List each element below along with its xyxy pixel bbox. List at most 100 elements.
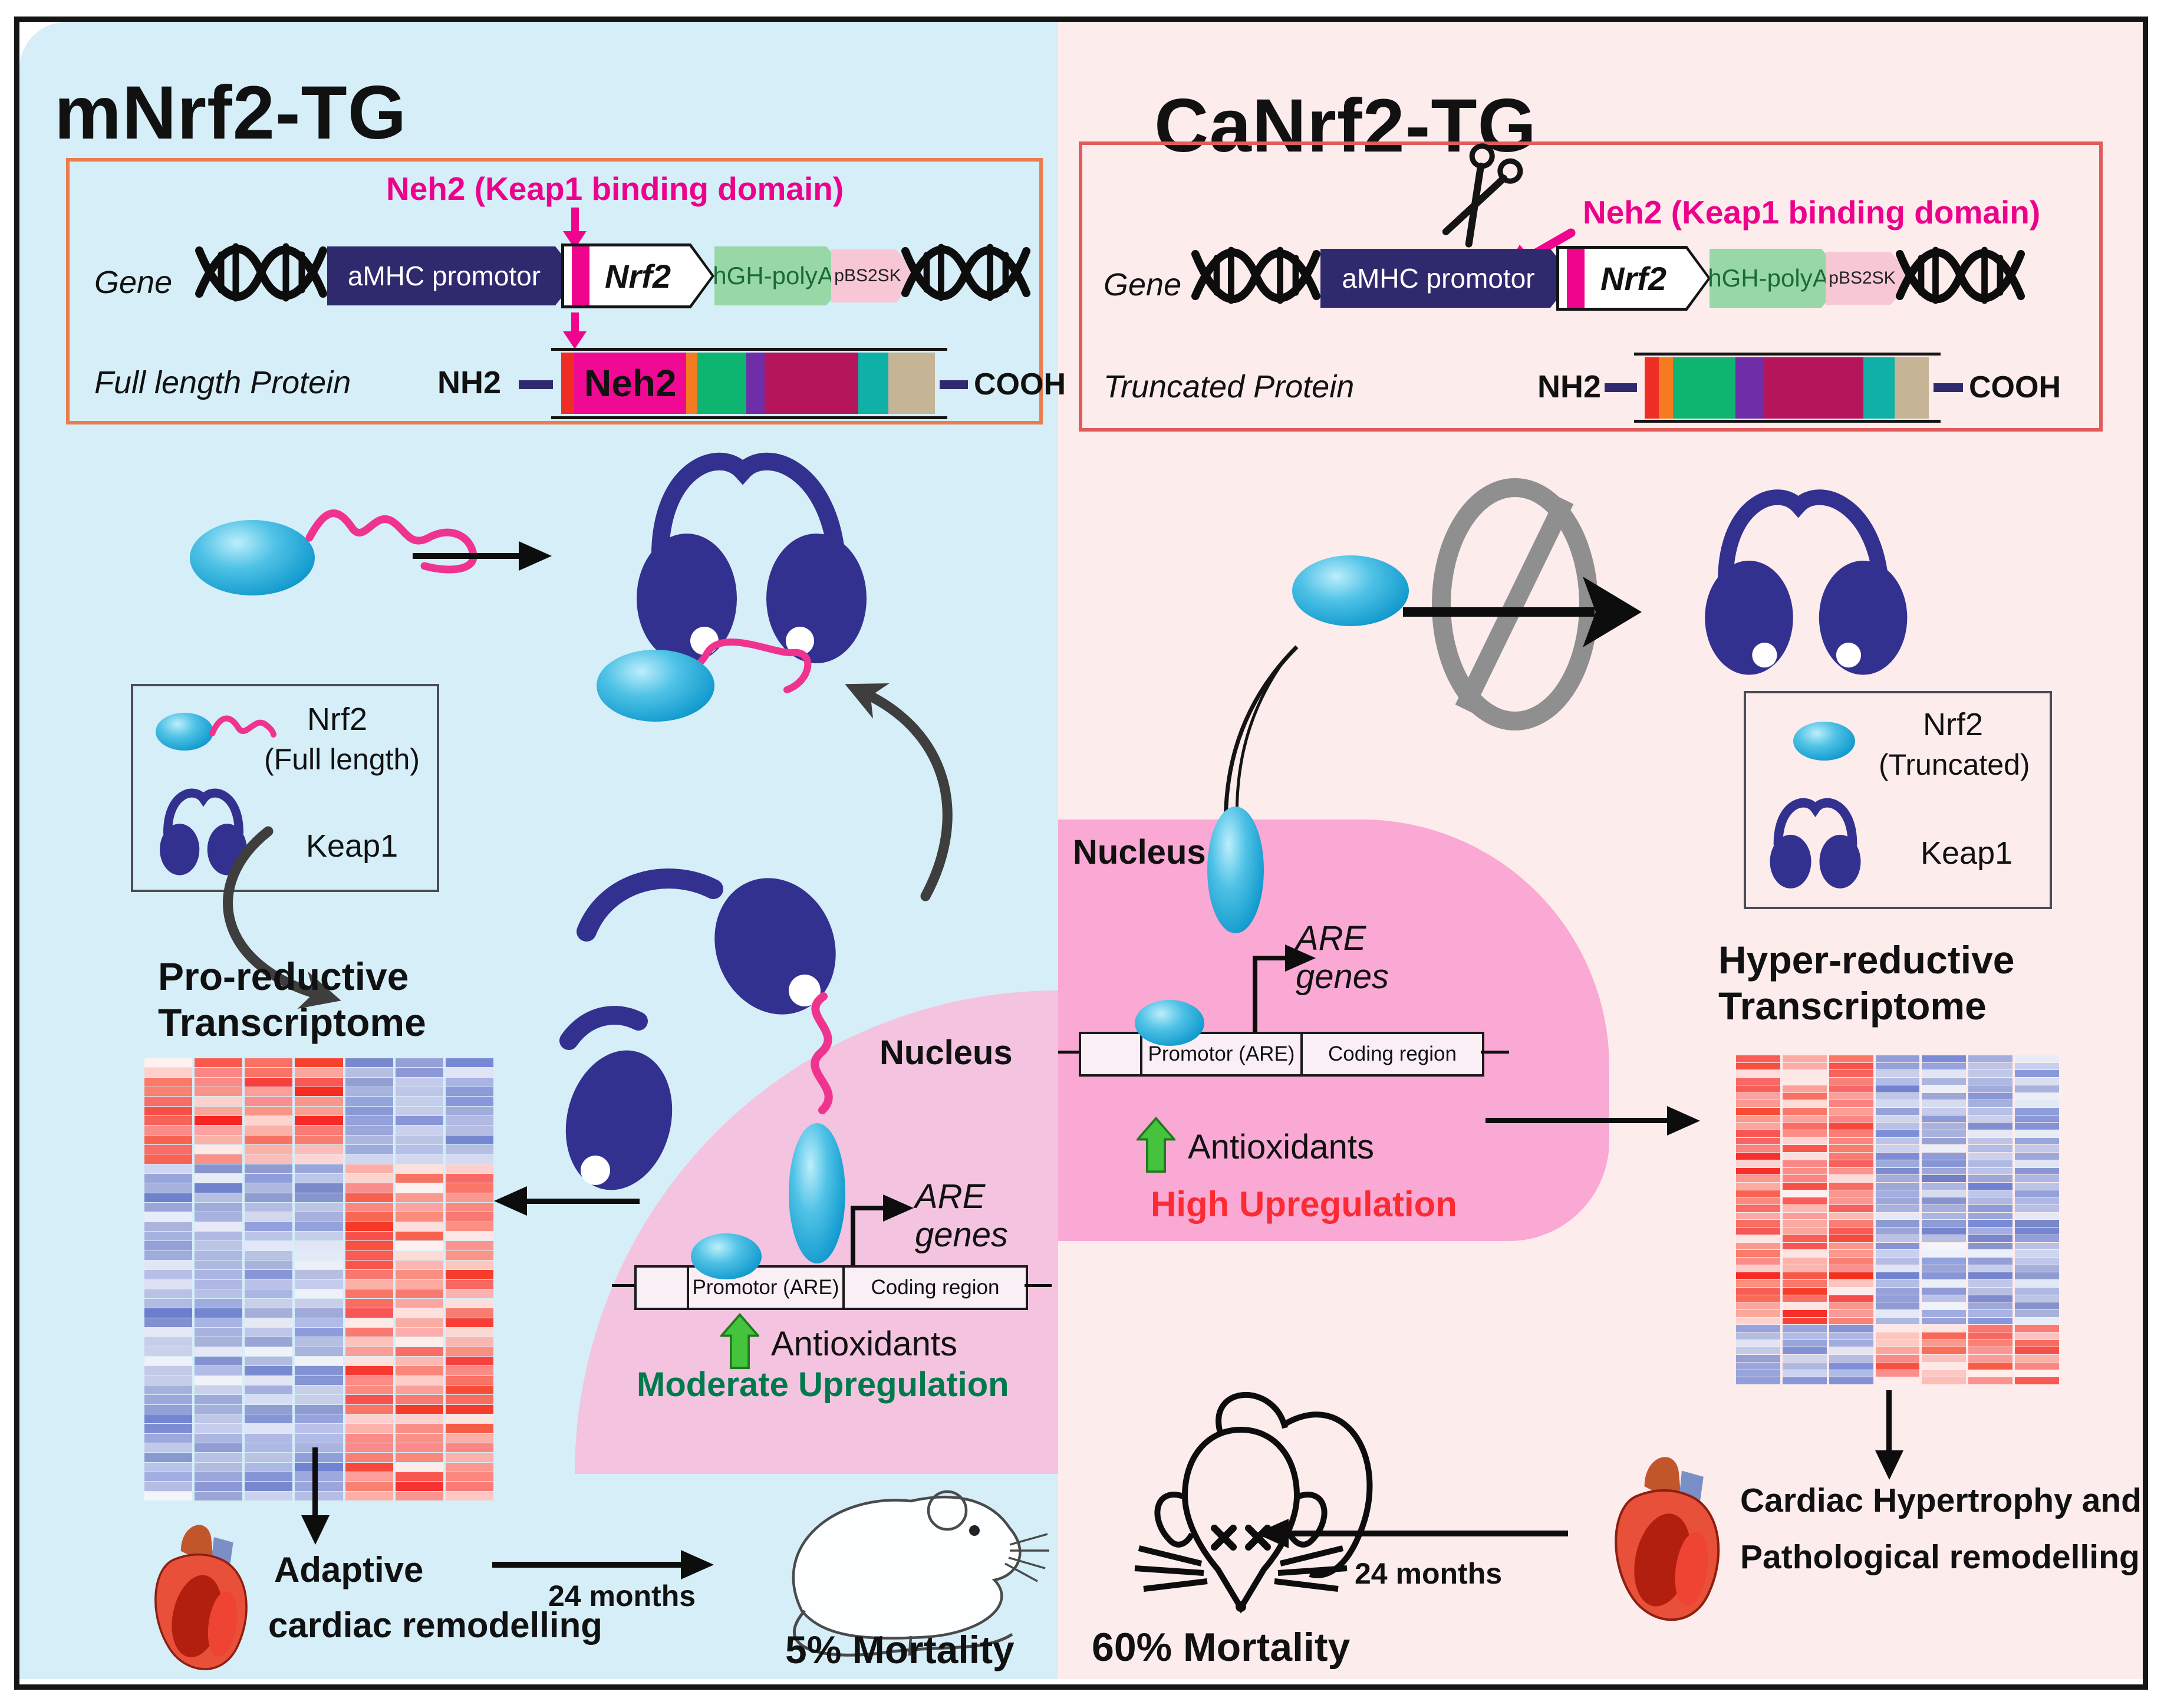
heatmap-cell [445, 1328, 493, 1337]
heatmap-cell [1829, 1205, 1873, 1212]
heatmap-cell [144, 1260, 193, 1270]
heatmap-cell [445, 1231, 493, 1241]
heatmap-cell [295, 1222, 343, 1231]
heatmap-cell [245, 1357, 293, 1366]
heatmap-cell [144, 1241, 193, 1250]
heatmap-cell [445, 1125, 493, 1135]
heatmap-cell [195, 1453, 243, 1462]
heatmap-cell [1968, 1235, 2013, 1242]
heatmap-cell [1875, 1137, 1920, 1145]
dna-helix-icon [1191, 246, 1320, 304]
right-antioxidants-label: Antioxidants [1188, 1128, 1374, 1166]
heatmap-cell [195, 1347, 243, 1357]
heatmap-cell [1968, 1190, 2013, 1197]
heatmap-cell [1829, 1295, 1873, 1302]
heatmap-cell [345, 1462, 393, 1472]
heatmap-cell [1922, 1100, 1967, 1107]
right-protein-label: Truncated Protein [1104, 369, 1355, 404]
neh2-tail-icon [811, 992, 833, 1114]
heatmap-cell [1736, 1190, 1780, 1197]
heatmap-cell [195, 1241, 243, 1250]
heatmap-cell [445, 1337, 493, 1347]
heatmap-cell [195, 1087, 243, 1097]
heatmap-cell [1736, 1220, 1780, 1227]
heatmap-cell [1782, 1235, 1827, 1242]
heatmap-cell [395, 1125, 443, 1135]
heatmap-cell [395, 1375, 443, 1386]
heatmap-cell [245, 1212, 293, 1222]
heatmap-cell [1829, 1242, 1873, 1250]
heatmap-cell [195, 1193, 243, 1202]
heatmap-cell [295, 1087, 343, 1097]
heatmap-cell [1782, 1309, 1827, 1317]
right-duration-arrow [1288, 1531, 1568, 1536]
heatmap-cell [245, 1154, 293, 1164]
heatmap-cell [445, 1193, 493, 1202]
heatmap-cell [144, 1250, 193, 1260]
heatmap-cell [1922, 1377, 1967, 1384]
heatmap-cell [345, 1443, 393, 1453]
heatmap-cell [445, 1308, 493, 1318]
heatmap-cell [2015, 1340, 2059, 1347]
heatmap-cell [295, 1299, 343, 1308]
heatmap-cell [445, 1087, 493, 1097]
heatmap-cell [1875, 1332, 1920, 1340]
heatmap-cell [295, 1231, 343, 1241]
heatmap-cell [2015, 1280, 2059, 1287]
heatmap-cell [295, 1424, 343, 1433]
heatmap-cell [1782, 1317, 1827, 1325]
heatmap-cell [1968, 1317, 2013, 1325]
heatmap-cell [345, 1144, 393, 1154]
heatmap-cell [1968, 1197, 2013, 1205]
heatmap-cell [345, 1279, 393, 1289]
heatmap-cell [395, 1241, 443, 1250]
scissors-icon [1442, 143, 1523, 248]
heatmap-cell [445, 1357, 493, 1366]
heatmap-cell [245, 1077, 293, 1087]
heatmap-cell [245, 1366, 293, 1375]
heatmap-cell [445, 1144, 493, 1154]
heatmap-cell [1782, 1092, 1827, 1100]
heatmap-cell [1922, 1272, 1967, 1280]
heatmap-cell [1968, 1137, 2013, 1145]
heatmap-cell [195, 1212, 243, 1222]
heatmap-cell [1968, 1295, 2013, 1302]
neh2-tail-icon [305, 509, 477, 574]
heatmap-cell [395, 1144, 443, 1154]
heatmap-cell [2015, 1085, 2059, 1092]
keap1-icon [1770, 798, 1861, 888]
heatmap-cell [1922, 1220, 1967, 1227]
heatmap-cell [1736, 1265, 1780, 1272]
heatmap-cell [245, 1308, 293, 1318]
heatmap-cell [1875, 1295, 1920, 1302]
heatmap-cell [1829, 1332, 1873, 1340]
heatmap-cell [195, 1462, 243, 1472]
heatmap-cell [445, 1433, 493, 1443]
heatmap-cell [1736, 1258, 1780, 1265]
heatmap-cell [195, 1097, 243, 1106]
heatmap-cell [1782, 1197, 1827, 1205]
dna-helix-icon [1895, 246, 2025, 304]
heatmap-cell [2015, 1062, 2059, 1070]
heatmap-cell [2015, 1332, 2059, 1340]
heatmap-cell [395, 1135, 443, 1144]
heatmap-cell [1829, 1107, 1873, 1115]
heatmap-cell [195, 1144, 243, 1154]
heatmap-cell [1736, 1302, 1780, 1309]
heart-icon [154, 1525, 248, 1670]
heatmap-cell [195, 1472, 243, 1482]
heatmap-cell [144, 1404, 193, 1414]
heatmap-cell [144, 1125, 193, 1135]
heatmap-cell [345, 1375, 393, 1386]
heatmap-cell [1968, 1085, 2013, 1092]
heatmap-cell [1968, 1227, 2013, 1235]
arrowhead-down-icon [301, 1515, 330, 1545]
heatmap-cell [245, 1404, 293, 1414]
heatmap-cell [1875, 1153, 1920, 1160]
heatmap-cell [1829, 1235, 1873, 1242]
heatmap-cell [445, 1443, 493, 1453]
heatmap-cell [1922, 1062, 1967, 1070]
heatmap-cell [1736, 1340, 1780, 1347]
heatmap-cell [245, 1337, 293, 1347]
heatmap-cell [1875, 1062, 1920, 1070]
